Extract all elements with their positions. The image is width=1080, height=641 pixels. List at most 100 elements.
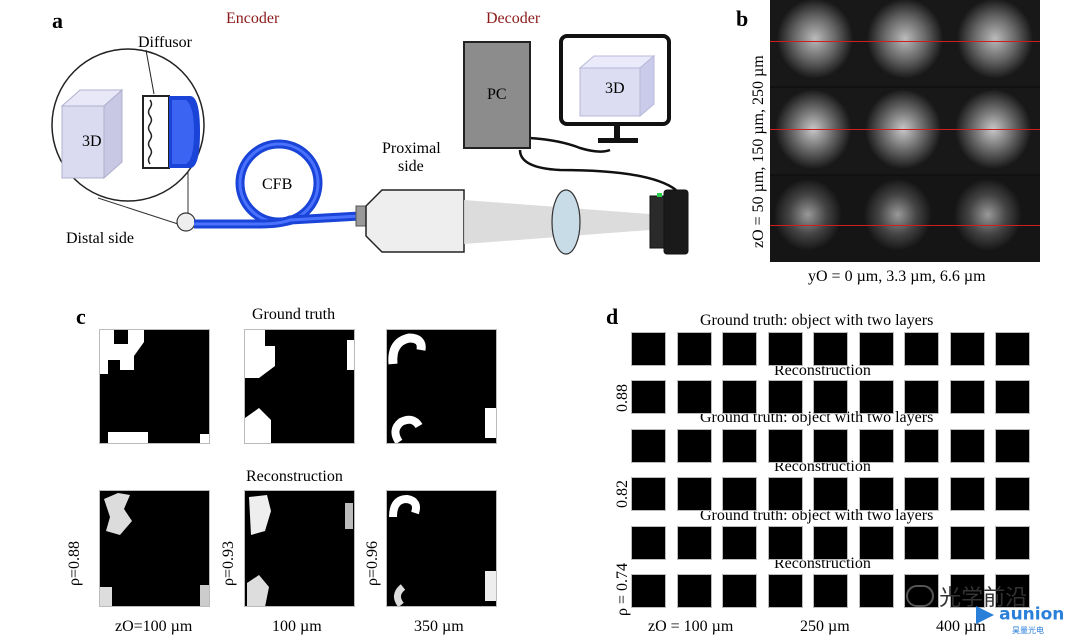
speckle-tile <box>950 0 1040 86</box>
panel-d-rho-1: 0.88 <box>614 384 631 412</box>
panel-d-thumb <box>949 429 985 463</box>
proximal-label-1: Proximal <box>382 140 441 157</box>
setup-diagram <box>51 34 689 255</box>
panel-d-thumb <box>995 526 1030 560</box>
panel-d-thumb <box>676 332 712 366</box>
panel-b-xlabel: yO = 0 µm, 3.3 µm, 6.6 µm <box>808 268 986 285</box>
panel-d-thumb <box>858 332 894 366</box>
panel-d-thumb <box>813 477 848 511</box>
red-guide-line <box>770 225 1040 226</box>
ferrule <box>355 205 367 227</box>
objective-lens <box>365 189 465 253</box>
recon-image-2 <box>244 490 355 607</box>
panel-c-z-3: 350 µm <box>414 618 464 635</box>
panel-d-thumb <box>858 574 894 608</box>
cube-label: 3D <box>82 133 102 150</box>
panel-d-thumb <box>676 526 712 560</box>
panel-d-thumb <box>631 380 666 414</box>
speckle-tile <box>860 0 950 86</box>
panel-d-thumb <box>722 526 757 560</box>
pc-tower <box>463 41 531 149</box>
red-guide-line <box>770 41 1040 42</box>
panel-c-rho-2: ρ=0.93 <box>220 540 237 586</box>
diffusor-texture <box>147 99 153 165</box>
panel-d-z-1: zO = 100 µm <box>648 618 734 635</box>
gt-image-3 <box>386 329 497 444</box>
panel-d-thumb <box>813 332 848 366</box>
recon-image-3 <box>386 490 497 607</box>
panel-d-z-3: 400 µm <box>936 618 986 635</box>
panel-d-thumb <box>631 477 666 511</box>
speckle-tile <box>770 88 860 174</box>
panel-d-thumb <box>676 429 712 463</box>
panel-d-thumb <box>995 429 1030 463</box>
panel-d-thumb <box>676 574 712 608</box>
panel-d-thumb <box>767 332 803 366</box>
gt-image-2 <box>244 329 355 444</box>
panel-d-thumb <box>722 429 757 463</box>
panel-d-thumb <box>767 574 803 608</box>
panel-d-rho-3: ρ = 0.74 <box>614 562 631 616</box>
panel-b-label: b <box>736 6 749 31</box>
panel-d-gt-2: Ground truth: object with two layers <box>700 409 934 426</box>
brand-arrow-icon <box>976 605 994 624</box>
panel-d-thumb <box>858 477 894 511</box>
monitor-cube-label: 3D <box>605 80 625 97</box>
panel-d-gt-3: Ground truth: object with two layers <box>700 507 934 524</box>
panel-d-thumb <box>722 332 757 366</box>
panel-c-rho-1: ρ=0.88 <box>66 540 83 586</box>
object-cube <box>60 88 124 180</box>
monitor-cube <box>578 54 656 118</box>
panel-d-rho-2: 0.82 <box>614 480 631 508</box>
panel-d-recon-2: Reconstruction <box>774 458 871 475</box>
panel-d-thumb <box>949 332 985 366</box>
panel-d-thumb <box>722 574 757 608</box>
panel-d-thumb <box>995 477 1030 511</box>
panel-b-ylabel: zO = 50 µm, 150 µm, 250 µm <box>750 55 767 248</box>
panel-d-thumb <box>631 574 666 608</box>
panel-d-thumb <box>767 477 803 511</box>
panel-d-z-2: 250 µm <box>800 618 850 635</box>
tube-lens <box>551 189 581 255</box>
panel-d-thumb <box>722 477 757 511</box>
speckle-tile <box>860 176 950 262</box>
panel-d-thumb <box>995 380 1030 414</box>
red-guide-line <box>770 129 1040 130</box>
distal-tip <box>176 212 196 232</box>
panel-c-z-2: 100 µm <box>272 618 322 635</box>
panel-d-thumb <box>676 477 712 511</box>
panel-d-thumb <box>904 526 939 560</box>
brand-logo: aunion 昊量光电 <box>976 604 1064 636</box>
recon-image-1 <box>99 490 210 607</box>
panel-d-thumb <box>813 574 848 608</box>
panel-d-thumb <box>949 380 985 414</box>
wechat-icon <box>906 585 934 607</box>
panel-d-gt-1: Ground truth: object with two layers <box>700 312 934 329</box>
panel-d-thumb <box>631 332 666 366</box>
panel-d-label: d <box>606 304 619 329</box>
speckle-tile <box>770 0 860 86</box>
panel-d-thumb <box>995 332 1030 366</box>
brand-name: aunion <box>999 604 1065 625</box>
camera-cable <box>518 149 677 191</box>
panel-d-thumb <box>904 332 939 366</box>
speckle-grid <box>770 0 1040 262</box>
speckle-tile <box>770 176 860 262</box>
decoder-label: Decoder <box>486 10 541 27</box>
speckle-tile <box>860 88 950 174</box>
panel-d-thumb <box>631 429 666 463</box>
speckle-tile <box>950 176 1040 262</box>
panel-d-thumb <box>904 429 939 463</box>
gt-image-1 <box>99 329 210 444</box>
proximal-label-2: side <box>398 158 424 175</box>
speckle-tile <box>950 88 1040 174</box>
distal-label: Distal side <box>66 230 134 247</box>
panel-a-label: a <box>52 8 63 33</box>
encoder-label: Encoder <box>226 10 280 27</box>
cfb-label: CFB <box>262 176 293 193</box>
panel-d-recon-3: Reconstruction <box>774 555 871 572</box>
panel-d-thumb <box>904 477 939 511</box>
pc-label: PC <box>487 86 507 103</box>
panel-c-rho-3: ρ=0.96 <box>364 540 381 586</box>
magnifier-line-bottom <box>97 197 179 225</box>
